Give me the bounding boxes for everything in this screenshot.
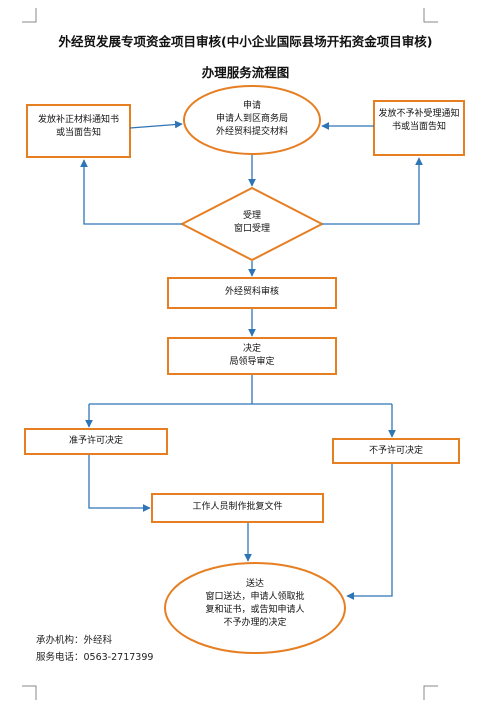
- apply-label: 申请: [242, 101, 261, 111]
- apply-line-2: 外经贸科提交材料: [215, 127, 288, 137]
- page-subtitle: 办理服务流程图: [201, 65, 290, 80]
- approve-label: 准予许可决定: [68, 436, 123, 446]
- arrow-accept-left: [80, 159, 182, 225]
- footer-org: 承办机构：外经科: [36, 635, 113, 646]
- decide-label: 决定: [242, 344, 261, 354]
- right-notice-line-2: 书或当面告知: [391, 122, 446, 132]
- reject-box: [332, 438, 460, 464]
- accept-label: 受理: [242, 211, 261, 221]
- left-notice-box: [26, 104, 131, 158]
- produce-label: 工作人员制作批复文件: [192, 502, 283, 512]
- deliver-line-1: 窗口送达，申请人领取批: [205, 592, 305, 602]
- produce-box: [151, 493, 324, 523]
- reject-label: 不予许可决定: [368, 446, 423, 456]
- apply-ellipse: [183, 85, 321, 155]
- deliver-label: 送达: [245, 579, 264, 589]
- review-label: 外经贸科审核: [224, 287, 279, 297]
- crop-marks: [22, 8, 438, 700]
- accept-diamond: [179, 186, 325, 262]
- apply-text: 申请 申请人到区商务局 外经贸科提交材料: [192, 100, 312, 139]
- accept-text: 受理 窗口受理: [202, 210, 302, 236]
- left-notice-line-1: 发放补正材料通知书: [37, 115, 119, 125]
- left-notice-line-2: 或当面告知: [55, 128, 101, 138]
- arrow-approve-produce: [88, 455, 151, 512]
- deliver-text: 送达 窗口送达，申请人领取批 复和证书，或告知申请人 不予办理的决定: [180, 578, 330, 630]
- arrow-reject-deliver: [346, 464, 393, 600]
- deliver-ellipse: [164, 562, 346, 654]
- decide-box: [167, 337, 337, 375]
- footer-phone: 服务电话：0563-2717399: [36, 652, 154, 663]
- decide-text: 决定 局领导审定: [168, 343, 336, 369]
- decide-sub: 局领导审定: [229, 357, 275, 367]
- left-notice-text: 发放补正材料通知书 或当面告知: [27, 114, 130, 140]
- right-notice-line-1: 发放不予补受理通知: [378, 109, 460, 119]
- approve-box: [24, 428, 168, 455]
- deliver-line-3: 不予办理的决定: [223, 618, 287, 628]
- arrow-accept-right: [322, 157, 423, 225]
- apply-line-1: 申请人到区商务局: [215, 114, 288, 124]
- right-notice-box: [373, 100, 465, 156]
- review-box: [167, 277, 337, 309]
- accept-sub: 窗口受理: [233, 224, 270, 234]
- right-notice-text: 发放不予补受理通知 书或当面告知: [374, 108, 464, 134]
- page-title: 外经贸发展专项资金项目审核(中小企业国际县场开拓资金项目审核): [58, 34, 433, 49]
- deliver-line-2: 复和证书，或告知申请人: [205, 605, 305, 615]
- arrow-left-apply: [129, 120, 183, 129]
